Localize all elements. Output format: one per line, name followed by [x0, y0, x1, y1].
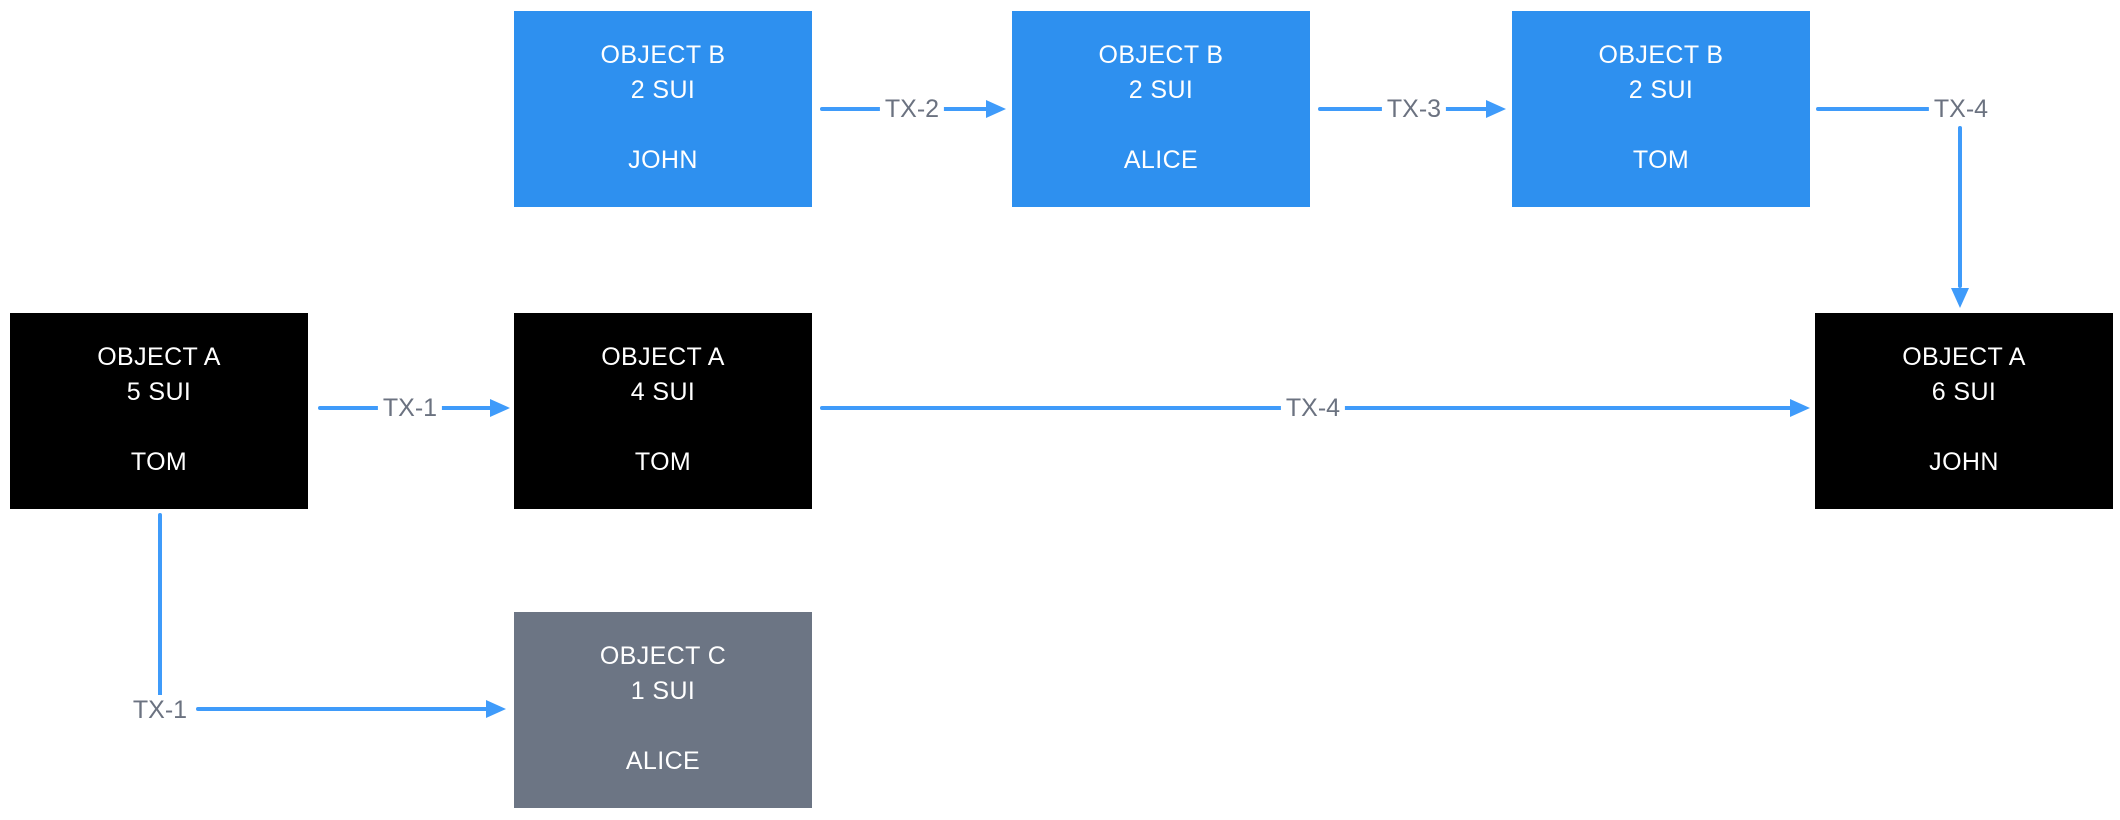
node-object-a-tom-4sui: OBJECT A 4 SUI TOM — [514, 313, 812, 509]
edge-line — [196, 707, 488, 711]
object-owner: JOHN — [1929, 448, 1999, 476]
arrowhead-right-icon — [1486, 100, 1506, 118]
edge-line — [1816, 107, 1930, 111]
edge-label: TX-1 — [377, 393, 443, 423]
object-title: OBJECT B — [1598, 41, 1724, 69]
edge-label: TX-4 — [1928, 94, 1994, 124]
node-object-b-tom: OBJECT B 2 SUI TOM — [1512, 11, 1810, 207]
object-amount: 4 SUI — [630, 378, 696, 406]
object-title: OBJECT A — [601, 343, 725, 371]
object-owner: ALICE — [625, 747, 701, 775]
edge-label: TX-2 — [879, 94, 945, 124]
edge-line — [158, 513, 162, 698]
node-object-c-alice: OBJECT C 1 SUI ALICE — [514, 612, 812, 808]
object-amount: 1 SUI — [630, 677, 696, 705]
object-title: OBJECT C — [599, 642, 727, 670]
node-object-b-john: OBJECT B 2 SUI JOHN — [514, 11, 812, 207]
object-amount: 6 SUI — [1931, 378, 1997, 406]
arrowhead-right-icon — [490, 399, 510, 417]
edge-label: TX-1 — [127, 695, 193, 725]
node-object-a-tom-5sui: OBJECT A 5 SUI TOM — [10, 313, 308, 509]
arrowhead-right-icon — [486, 700, 506, 718]
node-object-b-alice: OBJECT B 2 SUI ALICE — [1012, 11, 1310, 207]
edge-label: TX-4 — [1280, 393, 1346, 423]
arrowhead-right-icon — [986, 100, 1006, 118]
object-owner: ALICE — [1123, 146, 1199, 174]
arrowhead-right-icon — [1790, 399, 1810, 417]
object-title: OBJECT B — [1098, 41, 1224, 69]
object-amount: 2 SUI — [1628, 76, 1694, 104]
object-owner: TOM — [1632, 146, 1690, 174]
object-amount: 2 SUI — [1128, 76, 1194, 104]
edge-line — [1958, 126, 1962, 288]
object-owner: TOM — [634, 448, 692, 476]
object-title: OBJECT A — [97, 343, 221, 371]
object-owner: JOHN — [628, 146, 698, 174]
object-title: OBJECT A — [1902, 343, 2026, 371]
edge-label: TX-3 — [1381, 94, 1447, 124]
arrowhead-down-icon — [1951, 288, 1969, 308]
object-title: OBJECT B — [600, 41, 726, 69]
object-owner: TOM — [130, 448, 188, 476]
node-object-a-john-6sui: OBJECT A 6 SUI JOHN — [1815, 313, 2113, 509]
object-amount: 2 SUI — [630, 76, 696, 104]
object-amount: 5 SUI — [126, 378, 192, 406]
